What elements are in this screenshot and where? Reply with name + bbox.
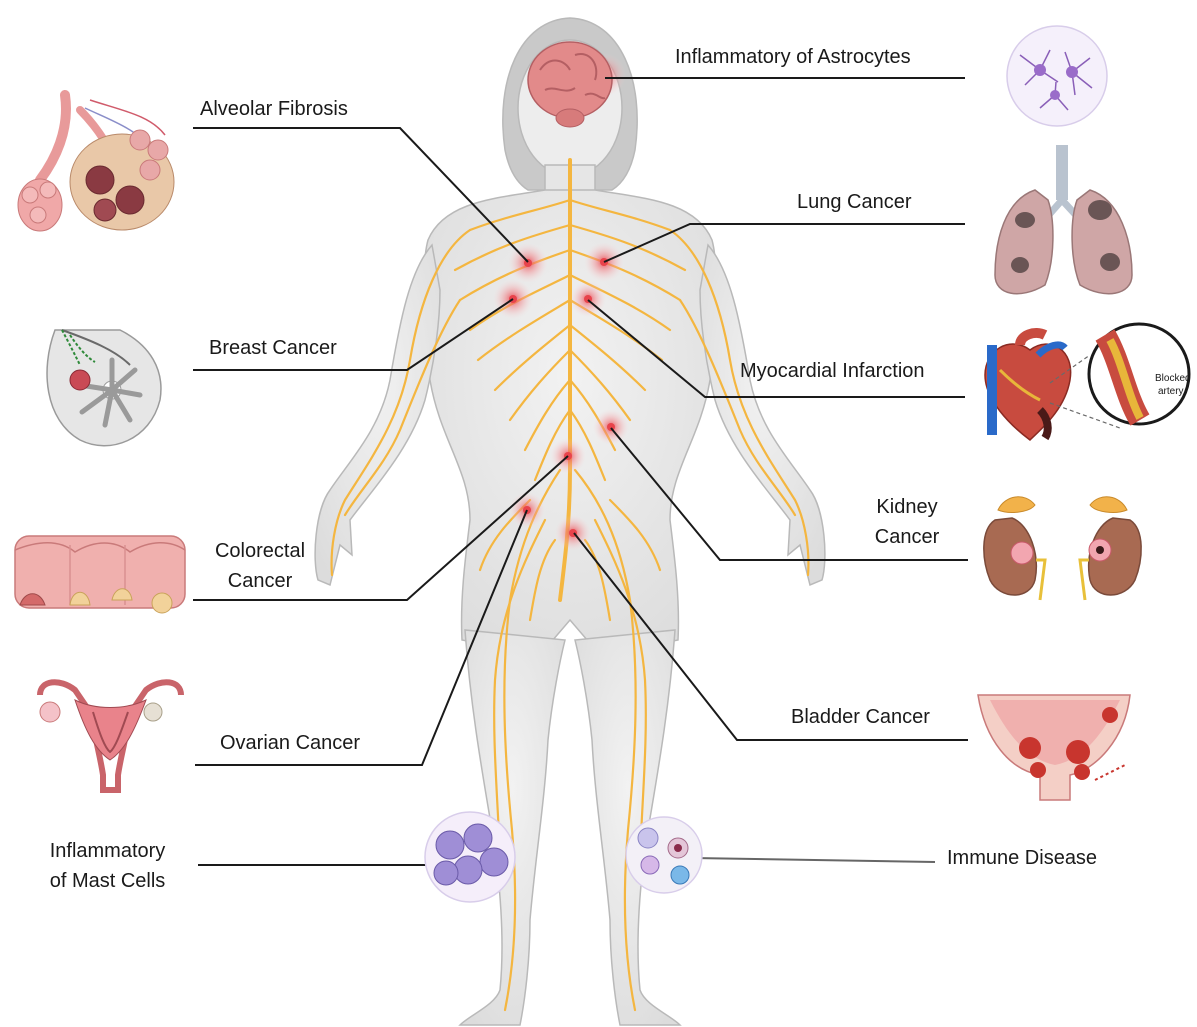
colon-illustration: [15, 536, 185, 613]
label-ovarian-cancer: Ovarian Cancer: [220, 728, 360, 758]
lungs-illustration: [995, 145, 1132, 294]
heart-illustration: Blocked artery: [985, 324, 1191, 440]
label-myocardial-infarction: Myocardial Infarction: [740, 356, 925, 386]
label-mast-cells-line1: Inflammatory: [30, 836, 185, 866]
immune-cells-illustration: [626, 817, 702, 893]
label-lung-cancer: Lung Cancer: [797, 187, 912, 217]
breast-illustration: [47, 330, 161, 446]
mast-cells-illustration: [425, 812, 515, 902]
label-colorectal-cancer: Colorectal Cancer: [200, 536, 320, 596]
blocked-artery-label-1: Blocked: [1155, 373, 1191, 384]
label-kidney-cancer: Kidney Cancer: [862, 492, 952, 552]
line-immune: [693, 858, 935, 862]
label-colorectal-cancer-line2: Cancer: [200, 566, 320, 596]
label-mast-cells-line2: of Mast Cells: [30, 866, 185, 896]
label-immune-disease: Immune Disease: [947, 843, 1097, 873]
uterus-illustration: [40, 682, 181, 790]
bladder-illustration: [978, 695, 1130, 800]
astrocytes-illustration: [1007, 26, 1107, 126]
label-kidney-cancer-line2: Cancer: [862, 522, 952, 552]
label-kidney-cancer-line1: Kidney: [862, 492, 952, 522]
label-colorectal-cancer-line1: Colorectal: [200, 536, 320, 566]
label-astrocytes: Inflammatory of Astrocytes: [675, 42, 911, 72]
blocked-artery-label-2: artery: [1158, 386, 1184, 397]
kidney-illustration: [984, 497, 1141, 600]
label-mast-cells: Inflammatory of Mast Cells: [30, 836, 185, 896]
label-breast-cancer: Breast Cancer: [209, 333, 337, 363]
alveoli-illustration: [18, 95, 174, 231]
label-alveolar-fibrosis: Alveolar Fibrosis: [200, 94, 348, 124]
label-bladder-cancer: Bladder Cancer: [791, 702, 930, 732]
